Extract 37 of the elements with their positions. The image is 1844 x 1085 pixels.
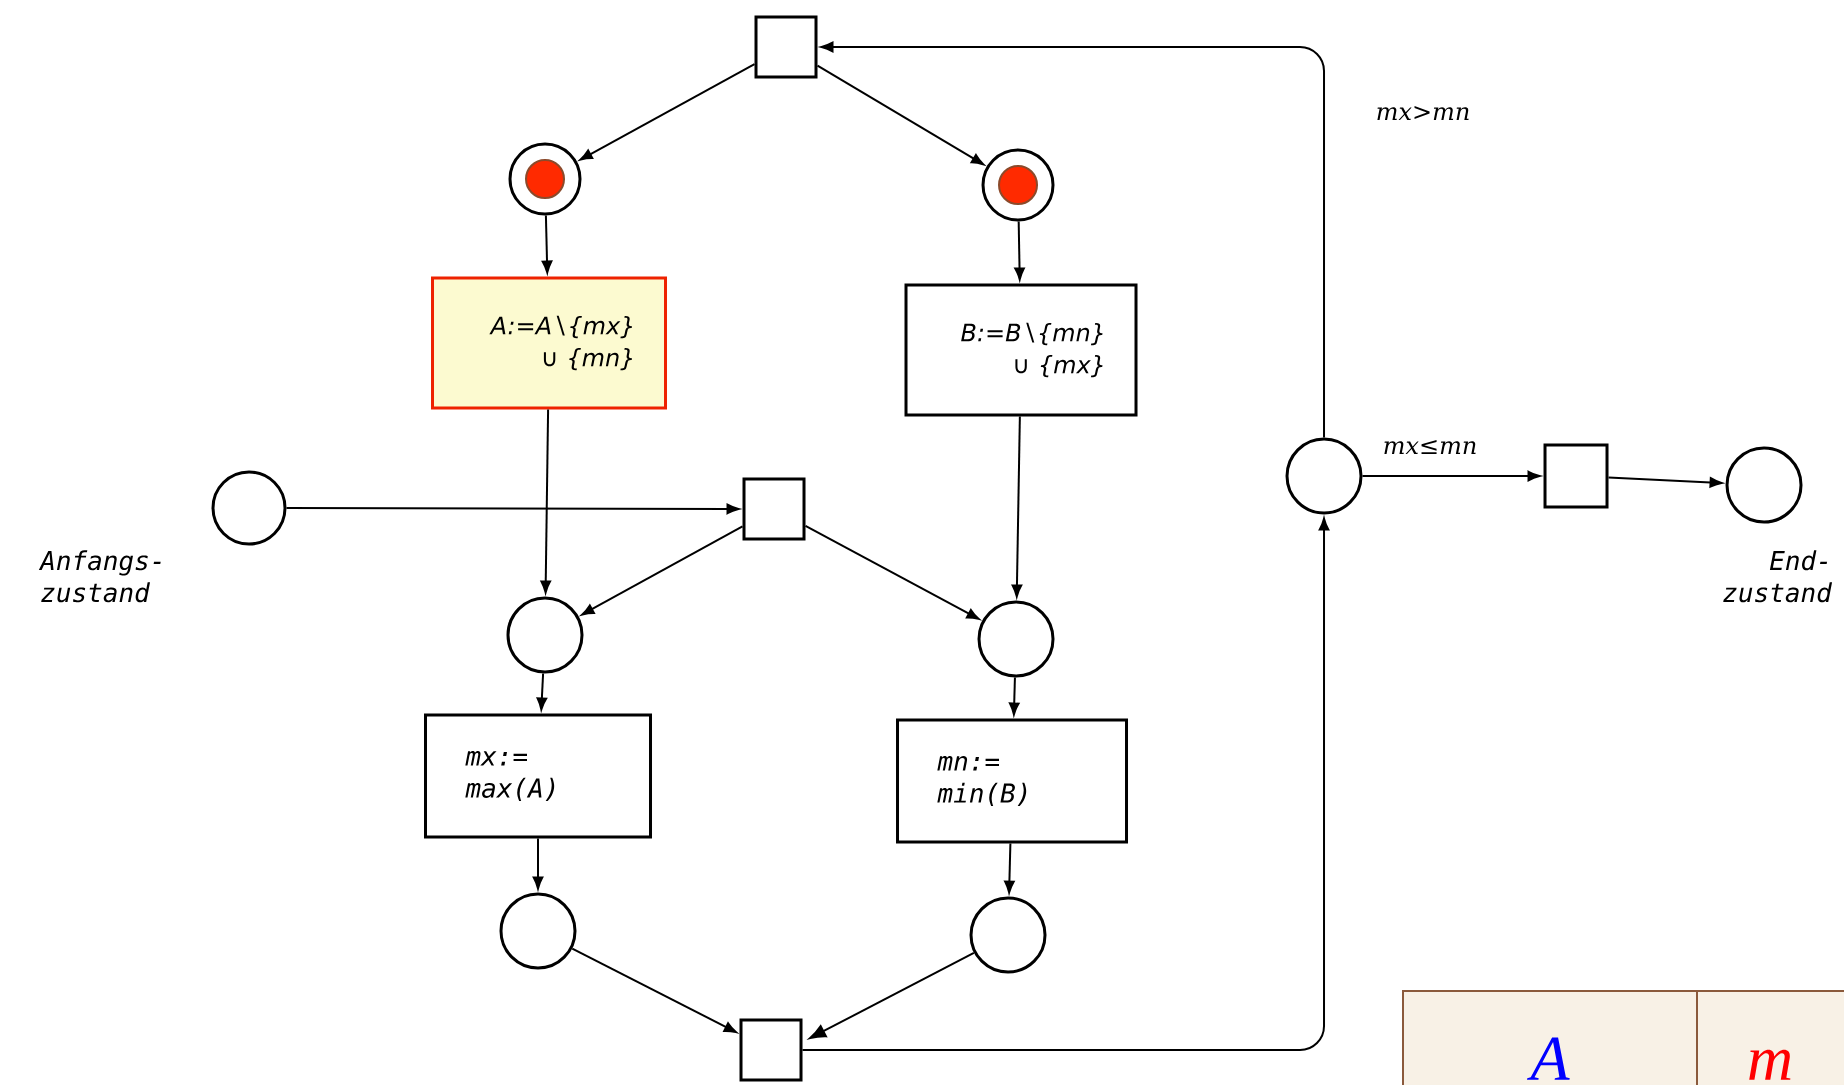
- place-circle: [977, 600, 1055, 678]
- arrow: [820, 41, 1325, 439]
- arrow: [540, 408, 551, 594]
- action-box: mn:= min(B): [896, 718, 1128, 844]
- transition-square: [742, 477, 806, 541]
- arrow: [541, 214, 553, 274]
- edge-label: mx>mn: [1373, 104, 1473, 122]
- arrow: [285, 503, 740, 515]
- arrow: [816, 64, 985, 166]
- arrow: [801, 517, 1330, 1051]
- transition-square: [754, 15, 818, 79]
- arrow: [804, 524, 980, 620]
- edge-label: mx≤mn: [1380, 438, 1480, 456]
- transition-square: [1543, 443, 1609, 509]
- arrow: [1008, 676, 1020, 716]
- arrow: [536, 672, 548, 711]
- transition-square: [739, 1018, 803, 1082]
- state-label: Anfangs- zustand: [38, 550, 161, 603]
- arrow: [809, 951, 975, 1040]
- arrow: [1014, 220, 1025, 281]
- arrow: [571, 947, 737, 1034]
- arrow: [532, 837, 544, 890]
- state-label: End- zustand: [1723, 550, 1833, 603]
- place-circle: [499, 892, 577, 970]
- place-circle: [969, 896, 1047, 974]
- arrow: [1361, 470, 1541, 482]
- arrow: [1011, 415, 1023, 598]
- arrow: [1607, 476, 1723, 488]
- arrow: [579, 63, 756, 161]
- action-box: A:=A∖{mx} ∪ {mn}: [431, 276, 667, 410]
- action-box: mx:= max(A): [424, 713, 652, 839]
- place-circle: [1285, 437, 1363, 515]
- table-cell: m: [1696, 990, 1844, 1085]
- arrow: [1004, 842, 1015, 894]
- action-box: B:=B∖{mn} ∪ {mx}: [904, 283, 1138, 417]
- place-circle: [506, 596, 584, 674]
- arrow: [581, 525, 744, 616]
